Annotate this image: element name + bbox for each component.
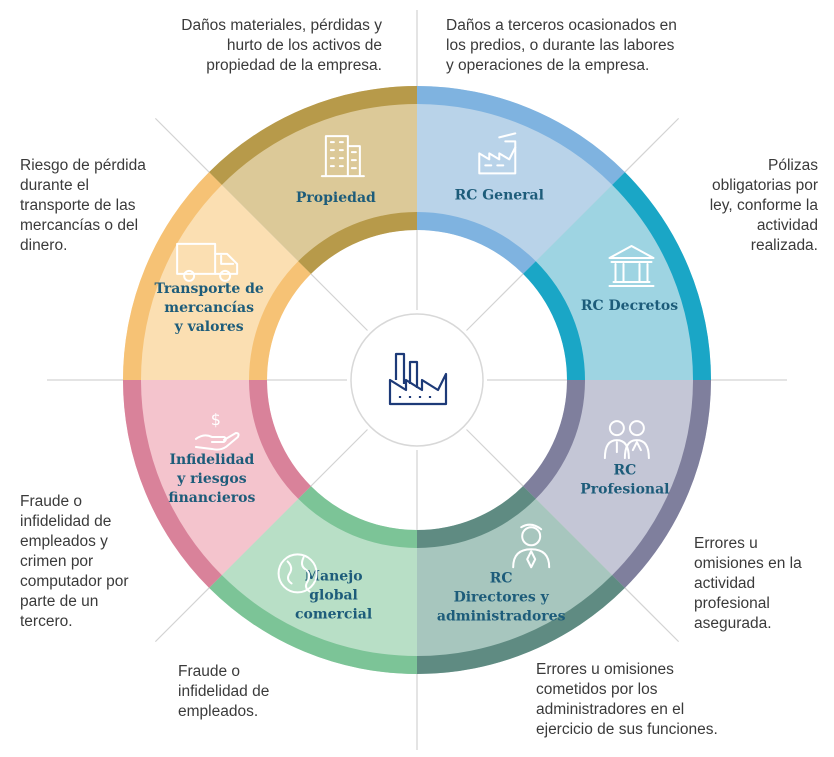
segment-label-line: RC Decretos [581,298,678,314]
segment-label-line: comercial [295,606,372,622]
description-propiedad: Daños materiales, pérdidas y hurto de los… [120,16,382,76]
segment-label-line: RC [613,463,636,479]
description-rc-profesional: Errores u omisiones en la actividad profesi… [694,534,824,634]
professionals-icon [603,420,650,460]
segment-label-line: Infidelidad [169,452,254,468]
description-line: Fraude o [20,493,83,510]
segment-label-line: global [309,587,358,603]
description-transporte: Riesgo de pérdida durante el transporte de… [20,156,180,256]
description-line: tercero. [20,613,73,630]
factory-icon [478,132,517,175]
description-line: y operaciones de la empresa. [446,57,650,74]
description-rc-general: Daños a terceros ocasionados en los predi… [446,16,736,76]
segment-label-line: Directores y [454,589,550,605]
description-line: computador por [20,573,129,590]
segment-label-line: administradores [437,608,566,624]
description-line: asegurada. [694,615,772,632]
description-line: los predios, o durante las labores [446,37,675,54]
description-line: actividad [694,575,756,592]
description-line: dinero. [20,237,68,254]
segment-inner-ring-transporte [249,261,311,380]
description-line: transporte de las [20,197,136,214]
description-line: realizada. [750,237,818,254]
description-line: ley, conforme la [709,197,818,214]
description-line: administradores en el [536,701,685,718]
description-line: cometidos por los [536,681,658,698]
segment-inner-ring-rc-general [417,212,536,274]
description-line: hurto de los activos de [226,37,382,54]
segment-label-line: y valores [174,319,244,335]
description-line: mercancías o del [20,217,139,234]
description-rc-directores: Errores u omisiones cometidos por los admi… [536,660,756,740]
buildings-icon [320,135,365,178]
segment-label-line: y riesgos [176,471,247,487]
dollar-sign: $ [211,410,221,429]
description-line: Fraude o [178,663,241,680]
segment-inner-ring-rc-profesional [523,380,585,499]
description-line: parte de un [20,593,99,610]
segment-inner-ring-rc-directores [417,486,536,548]
description-infidelidad: Fraude o infidelidad de empleados y crimen … [20,492,160,632]
description-manejo-global: Fraude o infidelidad de empleados. [178,662,318,722]
segment-label-line: Propiedad [296,190,376,206]
segment-inner-ring-manejo-global [298,486,417,548]
segment-outer-ring-transporte [123,172,222,380]
description-line: Errores u omisiones [536,661,674,678]
segment-label-rc-directores: RC Directores y administradores [437,570,566,624]
segment-label-line: Transporte de [154,281,263,297]
description-line: Errores u [694,535,758,552]
money-hand-icon: $ [194,410,240,451]
segment-label-propiedad: Propiedad [296,190,376,206]
segment-outer-ring-rc-general [417,86,625,185]
segment-label-rc-decretos: RC Decretos [581,298,678,314]
segment-outer-ring-propiedad [209,86,417,185]
segment-outer-ring-rc-directores [417,575,625,674]
segment-outer-ring-manejo-global [209,575,417,674]
description-line: Daños a terceros ocasionados en [446,17,677,34]
segment-outer-ring-rc-decretos [612,172,711,380]
description-line: empleados y [20,533,108,550]
description-line: Daños materiales, pérdidas y [181,17,382,34]
description-line: Riesgo de pérdida [20,157,146,174]
description-line: ejercicio de sus funciones. [536,721,718,738]
description-line: propiedad de la empresa. [206,57,382,74]
description-line: omisiones en la [694,555,802,572]
segment-label-line: RC [490,570,513,586]
center-factory-icon [388,352,448,406]
government-building-icon [608,244,655,287]
description-line: infidelidad de [178,683,270,700]
description-line: crimen por [20,553,94,570]
description-line: infidelidad de [20,513,112,530]
segment-label-line: mercancías [164,300,254,316]
segment-inner-ring-rc-decretos [523,261,585,380]
segment-label-transporte: Transporte de mercancías y valores [154,281,263,335]
segment-inner-ring-propiedad [298,212,417,274]
segment-outer-ring-infidelidad [123,380,222,588]
segment-label-line: Profesional [580,482,669,498]
description-line: empleados. [178,703,259,720]
description-line: durante el [20,177,89,194]
segment-outer-ring-rc-profesional [612,380,711,588]
description-line: actividad [756,217,818,234]
segment-label-rc-general: RC General [455,187,544,203]
truck-icon [176,242,239,282]
executive-icon [512,523,551,569]
segment-label-manejo-global: Manejo global comercial [295,568,372,622]
segment-label-line: Manejo [305,568,363,584]
segment-label-line: financieros [168,490,255,506]
description-line: profesional [694,595,770,612]
description-line: obligatorias por [712,177,818,194]
segment-label-line: RC General [455,187,544,203]
globe-icon [277,553,318,594]
segment-label-infidelidad: Infidelidad y riesgos financieros [168,452,255,506]
description-rc-decretos: Pólizas obligatorias por ley, conforme la a… [660,156,818,256]
segment-label-rc-profesional: RC Profesional [580,463,669,498]
description-line: Pólizas [768,157,818,174]
segment-inner-ring-infidelidad [249,380,311,499]
